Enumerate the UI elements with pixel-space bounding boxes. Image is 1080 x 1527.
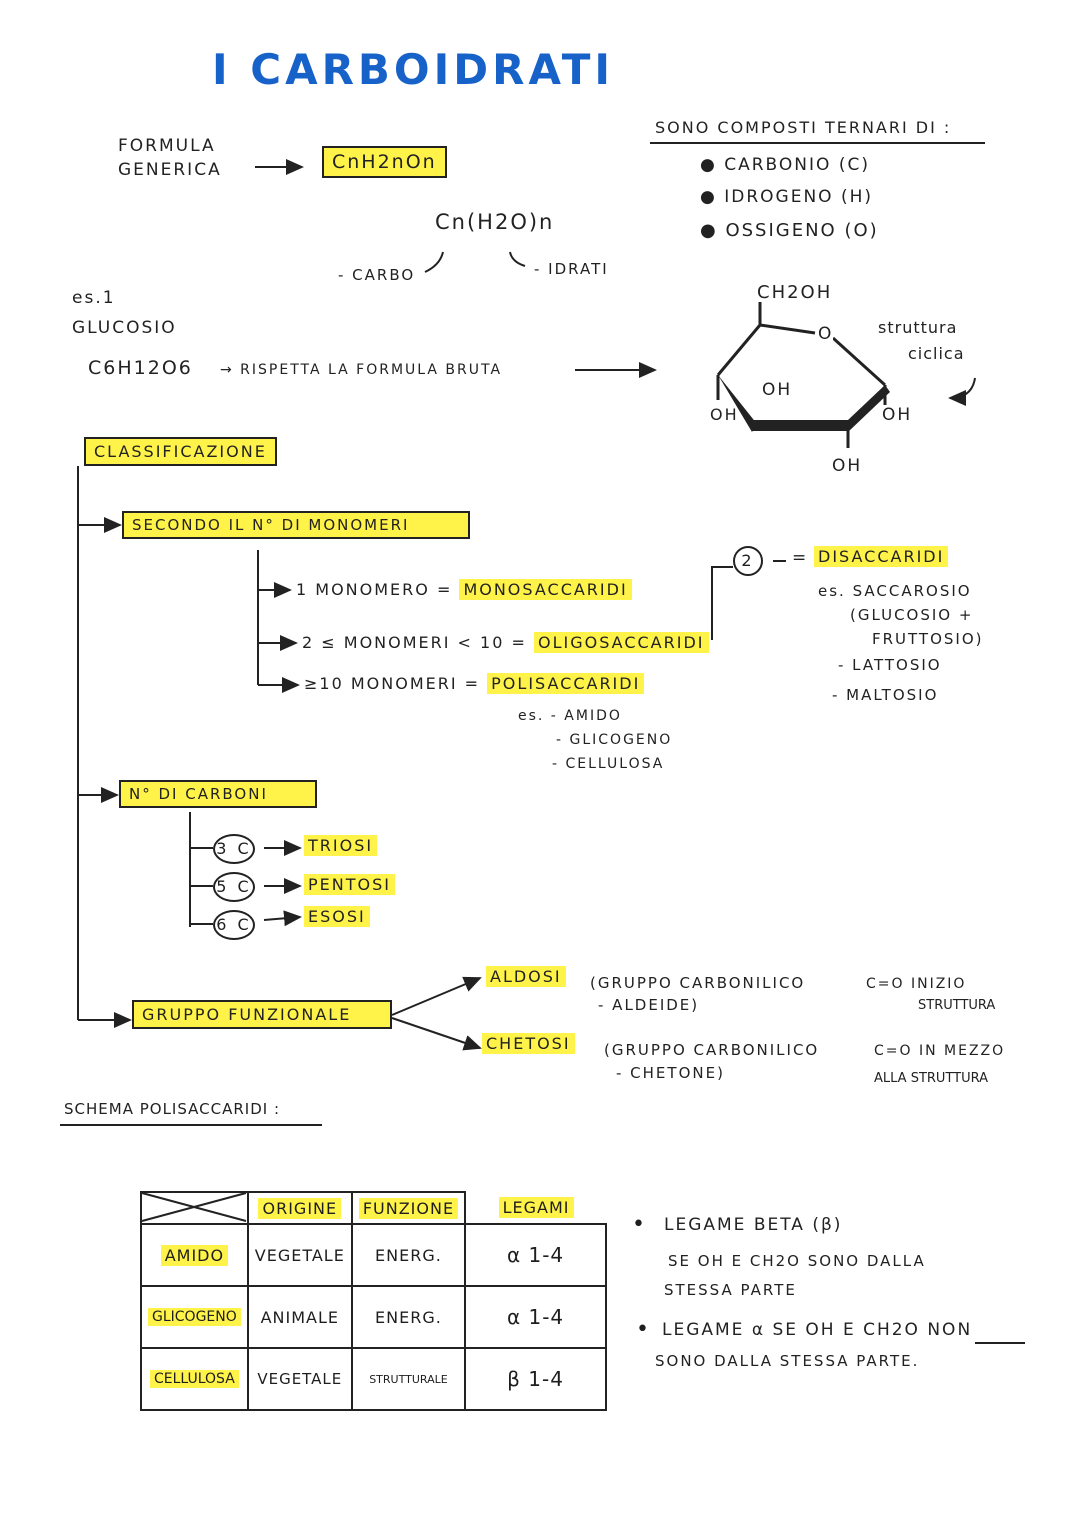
poly-example: - CELLULOSA: [552, 756, 665, 772]
composition-item: ● CARBONIO (C): [700, 155, 870, 175]
column-header: ORIGINE: [246, 1191, 353, 1225]
example-name: GLUCOSIO: [72, 318, 177, 338]
disaccharide-example: FRUTTOSIO): [872, 630, 984, 648]
pentosi-label: PENTOSI: [304, 874, 395, 895]
poly-example: es. - AMIDO: [518, 708, 622, 724]
glucose-oh-bottom: OH: [832, 456, 863, 476]
beta-line-1: LEGAME BETA (β): [664, 1215, 843, 1235]
chetosi-note-2: ALLA STRUTTURA: [874, 1071, 989, 1086]
monomer-row: 2 ≤ MONOMERI < 10 = OLIGOSACCARIDI: [302, 632, 709, 653]
glucose-ch2oh: CH2OH: [757, 282, 833, 303]
esosi-label: ESOSI: [304, 906, 370, 927]
poly-example: - GLICOGENO: [556, 732, 673, 748]
carbon-count: 6 C: [213, 910, 255, 940]
cell: STRUTTURALE: [350, 1347, 467, 1411]
monosaccaridi-label: MONOSACCARIDI: [459, 579, 632, 600]
oligosaccaridi-label: OLIGOSACCARIDI: [534, 632, 709, 653]
aldosi-label: ALDOSI: [486, 966, 566, 987]
glucose-ring-oxygen: O: [818, 324, 834, 344]
cell: β 1-4: [464, 1347, 608, 1411]
column-header: FUNZIONE: [350, 1191, 467, 1225]
table-row: AMIDO VEGETALE ENERG. α 1-4: [140, 1223, 608, 1287]
classification-heading: CLASSIFICAZIONE: [84, 437, 277, 466]
column-header: LEGAMI: [464, 1192, 607, 1225]
example-note: → RISPETTA LA FORMULA BRUTA: [220, 362, 503, 378]
disaccharide-example: - MALTOSIO: [832, 686, 939, 704]
polisaccaridi-label: POLISACCARIDI: [487, 673, 645, 694]
disaccharide-example: (GLUCOSIO +: [850, 606, 974, 624]
carbon-count: 5 C: [213, 872, 255, 902]
disaccharide-number: 2: [733, 546, 763, 576]
cell: VEGETALE: [246, 1223, 353, 1287]
bullet: •: [632, 1212, 645, 1237]
cell: ENERG.: [350, 1223, 467, 1287]
disaccharide-example: - LATTOSIO: [838, 656, 942, 674]
monomers-heading: SECONDO IL N° DI MONOMERI: [122, 511, 470, 539]
cell: VEGETALE: [246, 1347, 353, 1411]
composition-item: ● IDROGENO (H): [700, 187, 874, 207]
disaccaridi-label: DISACCARIDI: [814, 546, 949, 567]
expanded-formula: Cn(H2O)n: [435, 210, 555, 234]
aldosi-desc-2: - ALDEIDE): [598, 996, 700, 1014]
alpha-line-1: LEGAME α SE OH E CH2O NON: [662, 1320, 973, 1340]
monomer-row: ≥10 MONOMERI = POLISACCARIDI: [304, 673, 645, 694]
cell: ENERG.: [350, 1285, 467, 1349]
carbons-heading: N° DI CARBONI: [119, 780, 317, 808]
cell: α 1-4: [464, 1285, 608, 1349]
chetosi-note-1: C=O IN MEZZO: [874, 1043, 1006, 1059]
formula-label-1: FORMULA: [118, 136, 216, 156]
composition-item: ● OSSIGENO (O): [700, 220, 879, 241]
example-label: es.1: [72, 288, 116, 308]
example-formula: C6H12O6: [88, 357, 193, 379]
cell: α 1-4: [464, 1223, 608, 1287]
chetosi-desc-2: - CHETONE): [616, 1064, 725, 1082]
chetosi-label: CHETOSI: [482, 1033, 575, 1054]
idrati-label: - IDRATI: [534, 260, 609, 278]
table-header-row: ORIGINE FUNZIONE LEGAMI: [140, 1191, 607, 1225]
polysaccharide-table: ORIGINE FUNZIONE LEGAMI AMIDO VEGETALE E…: [140, 1191, 608, 1411]
glucose-oh-left: OH: [710, 405, 739, 424]
formula-label-2: GENERICA: [118, 160, 222, 180]
beta-line-3: STESSA PARTE: [664, 1281, 797, 1299]
alpha-line-2: SONO DALLA STESSA PARTE.: [655, 1352, 920, 1370]
bullet: •: [636, 1317, 649, 1342]
composition-heading: SONO COMPOSTI TERNARI DI :: [655, 118, 952, 137]
chetosi-desc-1: (GRUPPO CARBONILICO: [604, 1041, 820, 1059]
table-row: CELLULOSA VEGETALE STRUTTURALE β 1-4: [140, 1347, 608, 1411]
carbo-label: - CARBO: [338, 266, 416, 284]
glucose-caption-1: struttura: [878, 318, 958, 337]
aldosi-desc-1: (GRUPPO CARBONILICO: [590, 974, 806, 992]
row-label: GLICOGENO: [140, 1285, 249, 1349]
table-row: GLICOGENO ANIMALE ENERG. α 1-4: [140, 1285, 608, 1349]
glucose-oh-inner: OH: [762, 380, 793, 400]
table-corner: [140, 1191, 249, 1225]
beta-line-2: SE OH E CH2O SONO DALLA: [668, 1252, 926, 1270]
schema-heading: SCHEMA POLISACCARIDI :: [64, 1100, 281, 1118]
triosi-label: TRIOSI: [304, 835, 378, 856]
monomer-row: 1 MONOMERO = MONOSACCARIDI: [296, 579, 632, 600]
glucose-caption-2: ciclica: [908, 344, 965, 363]
row-label: AMIDO: [140, 1223, 249, 1287]
generic-formula: CnH2nOn: [322, 146, 447, 178]
row-label: CELLULOSA: [140, 1347, 249, 1411]
disaccharide-eq: =: [792, 548, 809, 568]
carbon-count: 3 C: [213, 834, 255, 864]
disaccharide-example: es. SACCAROSIO: [818, 582, 972, 600]
page-title: I CARBOIDRATI: [212, 45, 614, 94]
glucose-oh-right: OH: [882, 405, 913, 425]
aldosi-note-2: STRUTTURA: [918, 998, 996, 1013]
cell: ANIMALE: [246, 1285, 353, 1349]
group-heading: GRUPPO FUNZIONALE: [132, 1000, 392, 1029]
aldosi-note-1: C=O INIZIO: [866, 976, 967, 992]
